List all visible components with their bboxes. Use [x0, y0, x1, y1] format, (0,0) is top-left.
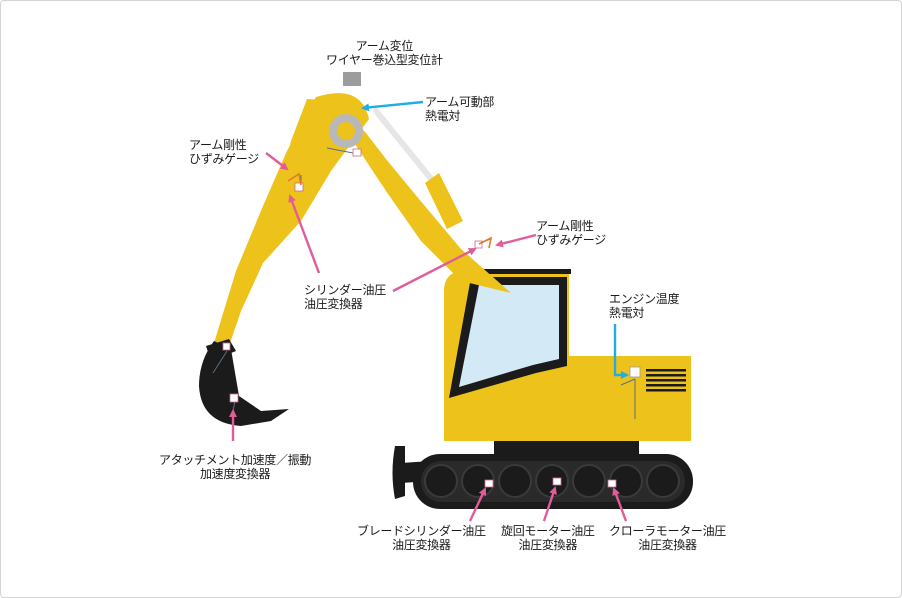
sensors [222, 148, 641, 488]
body-top-edge [461, 269, 571, 274]
engine-vent [646, 369, 686, 392]
label-cylinder: シリンダー油圧 油圧変換器 [304, 283, 386, 311]
label-engine-line1: エンジン温度 [609, 292, 680, 306]
label-arm-strain-left-line2: ひずみゲージ [189, 152, 259, 166]
label-arm-displacement-line1: アーム変位 [355, 39, 414, 53]
label-arm-joint-line1: アーム可動部 [425, 95, 495, 109]
undercarriage-frame [494, 438, 639, 456]
wire-displacement-sensor [343, 72, 361, 86]
label-attachment-line1: アタッチメント加速度／振動 [159, 453, 312, 467]
label-engine: エンジン温度 熱電対 [609, 292, 680, 320]
dozer-blade [392, 446, 405, 499]
blue-arrows [361, 100, 629, 379]
label-blade: ブレードシリンダー油圧 油圧変換器 [357, 524, 486, 552]
pink-arrows [229, 152, 628, 522]
label-arm-strain-right-line1: アーム剛性 [536, 219, 594, 233]
label-crawler: クローラモーター油圧 油圧変換器 [609, 524, 726, 552]
arm-cylinder [373, 108, 444, 194]
label-attachment: アタッチメント加速度／振動 加速度変換器 [159, 453, 311, 481]
label-arm-strain-right: アーム剛性 ひずみゲージ [536, 219, 606, 247]
label-crawler-line1: クローラモーター油圧 [609, 524, 727, 538]
label-arm-joint: アーム可動部 熱電対 [425, 95, 494, 123]
label-cylinder-line1: シリンダー油圧 [304, 283, 386, 297]
label-arm-joint-line2: 熱電対 [425, 109, 461, 123]
track-wheel [535, 464, 569, 498]
label-engine-line2: 熱電対 [609, 306, 645, 320]
strain-gauge-right [478, 236, 493, 249]
boom [287, 99, 511, 293]
label-arm-strain-left-line1: アーム剛性 [189, 138, 247, 152]
label-blade-line2: 油圧変換器 [392, 538, 451, 552]
track-wheels [424, 464, 680, 498]
track-wheel [424, 464, 458, 498]
label-swing-line1: 旋回モーター油圧 [501, 524, 595, 538]
label-attachment-line2: 加速度変換器 [199, 467, 271, 481]
label-arm-strain-right-line2: ひずみゲージ [536, 233, 606, 247]
dipper-arm [214, 93, 369, 346]
label-crawler-line2: 油圧変換器 [638, 538, 697, 552]
track-wheel [646, 464, 680, 498]
label-arm-displacement-line2: ワイヤー巻込型変位計 [326, 53, 443, 67]
bucket [199, 341, 289, 426]
track-wheel [572, 464, 606, 498]
label-arm-strain-left: アーム剛性 ひずみゲージ [189, 138, 259, 166]
track-wheel [498, 464, 532, 498]
label-swing: 旋回モーター油圧 油圧変換器 [501, 524, 595, 552]
cab-window [459, 285, 559, 387]
arm-pivot-inner [337, 122, 355, 140]
boom-cylinder-cover [425, 173, 463, 229]
strain-gauge-left [287, 172, 302, 186]
label-cylinder-line2: 油圧変換器 [304, 297, 363, 311]
label-arm-displacement: アーム変位 ワイヤー巻込型変位計 [326, 39, 443, 67]
label-blade-line1: ブレードシリンダー油圧 [357, 524, 486, 538]
label-swing-line2: 油圧変換器 [518, 538, 578, 552]
